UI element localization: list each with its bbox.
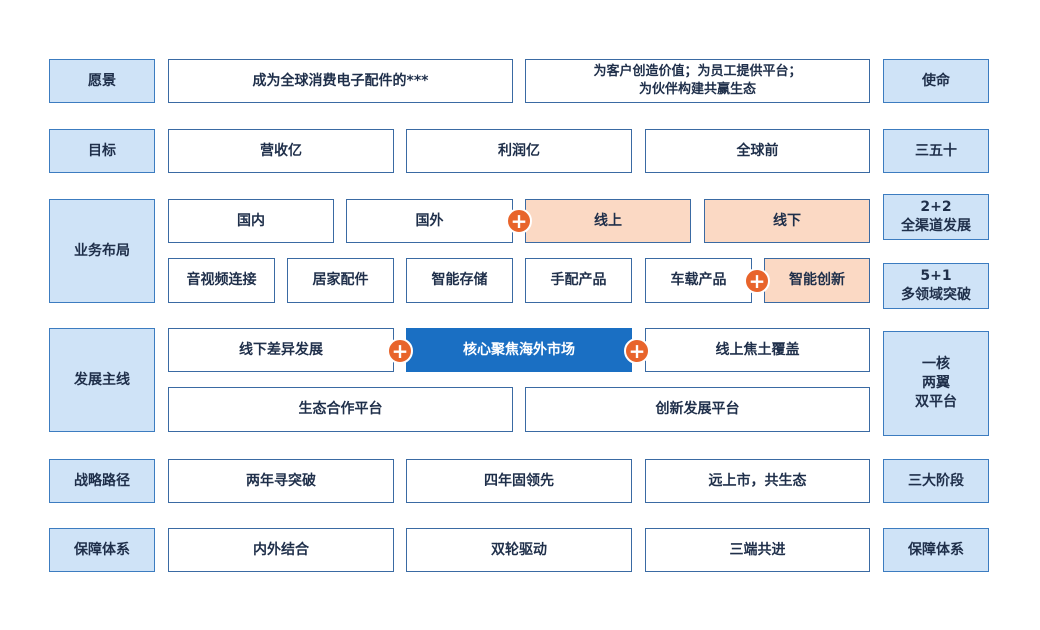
business-phone-products: 手配产品	[525, 258, 632, 303]
support-item-3: 三端共进	[645, 528, 870, 572]
strategy-stage-3: 远上市，共生态	[645, 459, 870, 503]
vision-label: 愿景	[49, 59, 155, 103]
mainline-summary: 一核 两翼 双平台	[883, 331, 989, 436]
strategy-stage-1: 两年寻突破	[168, 459, 394, 503]
support-item-1: 内外结合	[168, 528, 394, 572]
strategy-summary: 三大阶段	[883, 459, 989, 503]
channel-summary: 2+2 全渠道发展	[883, 194, 989, 240]
mainline-label: 发展主线	[49, 328, 155, 432]
mission-statement: 为客户创造价值；为员工提供平台； 为伙伴构建共赢生态	[525, 59, 870, 103]
business-online: 线上	[525, 199, 691, 243]
mainline-offline: 线下差异发展	[168, 328, 394, 372]
plus-icon: +	[624, 338, 650, 364]
goal-profit: 利润亿	[406, 129, 632, 173]
domain-summary: 5+1 多领域突破	[883, 263, 989, 309]
strategy-label: 战略路径	[49, 459, 155, 503]
plus-icon: +	[744, 268, 770, 294]
strategy-stage-2: 四年固领先	[406, 459, 632, 503]
business-label: 业务布局	[49, 199, 155, 303]
business-av-connect: 音视频连接	[168, 258, 275, 303]
mainline-core-overseas: 核心聚焦海外市场	[406, 328, 632, 372]
mission-label: 使命	[883, 59, 989, 103]
business-car-products: 车载产品	[645, 258, 752, 303]
plus-icon: +	[387, 338, 413, 364]
business-smart-innovation: 智能创新	[764, 258, 870, 303]
business-overseas: 国外	[346, 199, 513, 243]
support-label: 保障体系	[49, 528, 155, 572]
support-summary: 保障体系	[883, 528, 989, 572]
support-item-2: 双轮驱动	[406, 528, 632, 572]
goal-revenue: 营收亿	[168, 129, 394, 173]
mainline-eco-platform: 生态合作平台	[168, 387, 513, 432]
goal-global-rank: 全球前	[645, 129, 870, 173]
goal-label: 目标	[49, 129, 155, 173]
business-smart-storage: 智能存储	[406, 258, 513, 303]
mainline-innovation-platform: 创新发展平台	[525, 387, 870, 432]
business-home-accessories: 居家配件	[287, 258, 394, 303]
plus-icon: +	[506, 208, 532, 234]
mainline-online: 线上焦土覆盖	[645, 328, 870, 372]
vision-statement: 成为全球消费电子配件的***	[168, 59, 513, 103]
goal-summary: 三五十	[883, 129, 989, 173]
business-offline: 线下	[704, 199, 870, 243]
business-domestic: 国内	[168, 199, 334, 243]
